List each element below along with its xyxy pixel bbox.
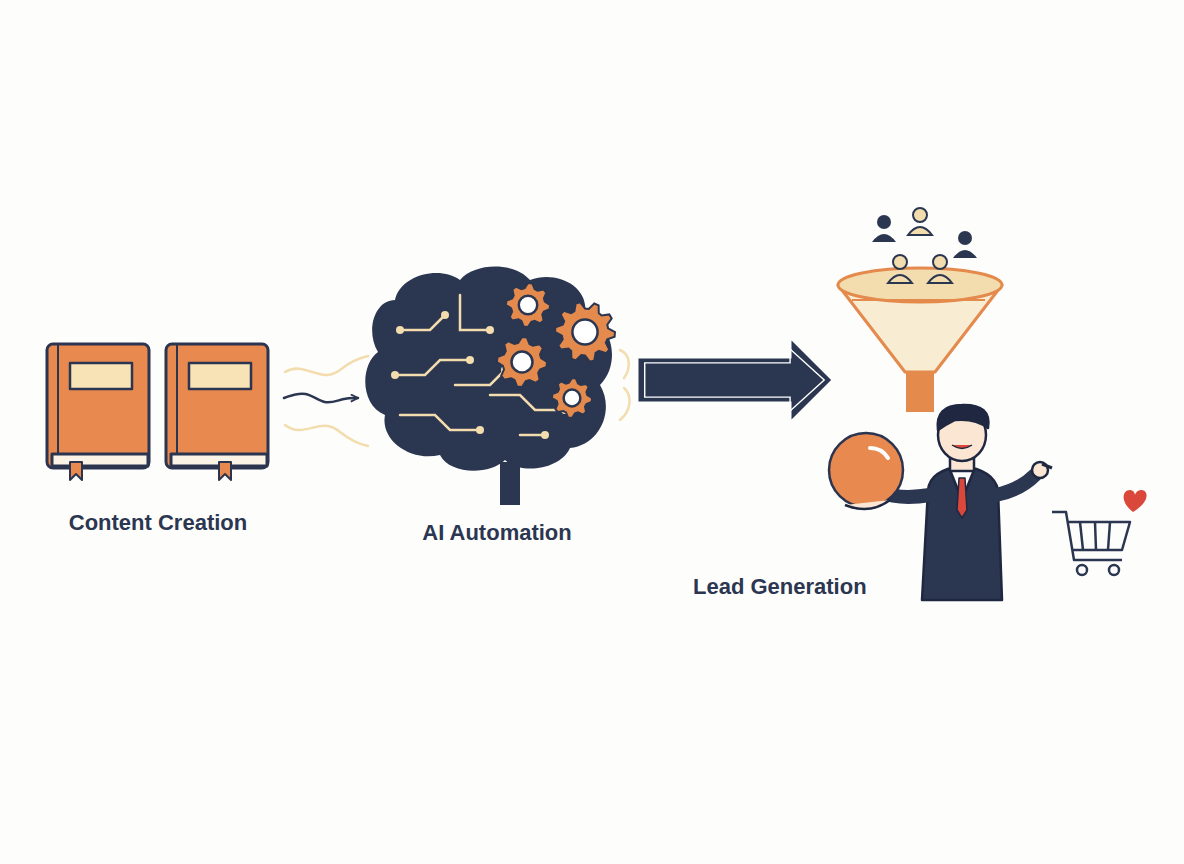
brain-icon <box>365 267 615 506</box>
funnel-icon <box>838 268 1002 412</box>
node-label: AI Automation <box>422 520 572 546</box>
icon-group: AI Automation <box>362 268 632 558</box>
gear-icon <box>506 283 550 327</box>
ball-shine <box>870 448 888 458</box>
orange-ball <box>829 433 903 507</box>
book-icon <box>47 344 149 480</box>
businessman <box>880 405 1052 600</box>
node-label: Lead Generation <box>693 574 867 600</box>
arrow-rim <box>645 349 825 411</box>
icon-group: Content Creation <box>40 338 276 548</box>
flow-arrow <box>284 394 358 403</box>
icon-group: Lead Generation <box>833 200 1151 605</box>
node-label: Content Creation <box>69 510 247 536</box>
people-icons <box>872 208 977 283</box>
cart-icon <box>1052 512 1130 575</box>
block-arrow <box>640 344 829 416</box>
gear-icon <box>552 378 592 418</box>
heart-icon <box>1124 490 1147 512</box>
gear-icon <box>555 302 615 361</box>
hand <box>845 500 890 509</box>
book-icon <box>166 344 268 480</box>
gear-icon <box>497 337 547 387</box>
